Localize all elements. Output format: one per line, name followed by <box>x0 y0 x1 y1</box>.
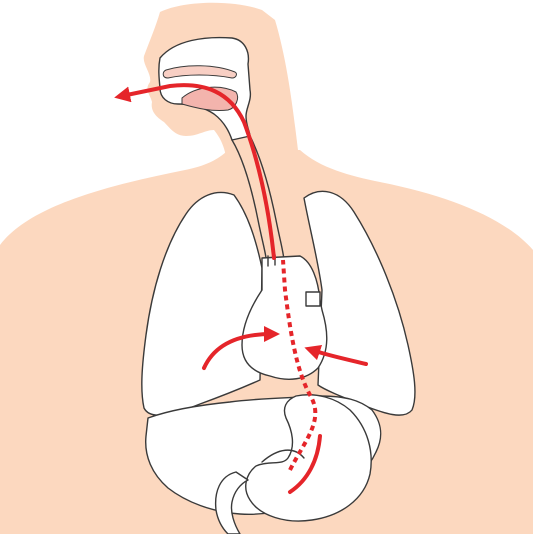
aortic-arch <box>306 292 320 306</box>
